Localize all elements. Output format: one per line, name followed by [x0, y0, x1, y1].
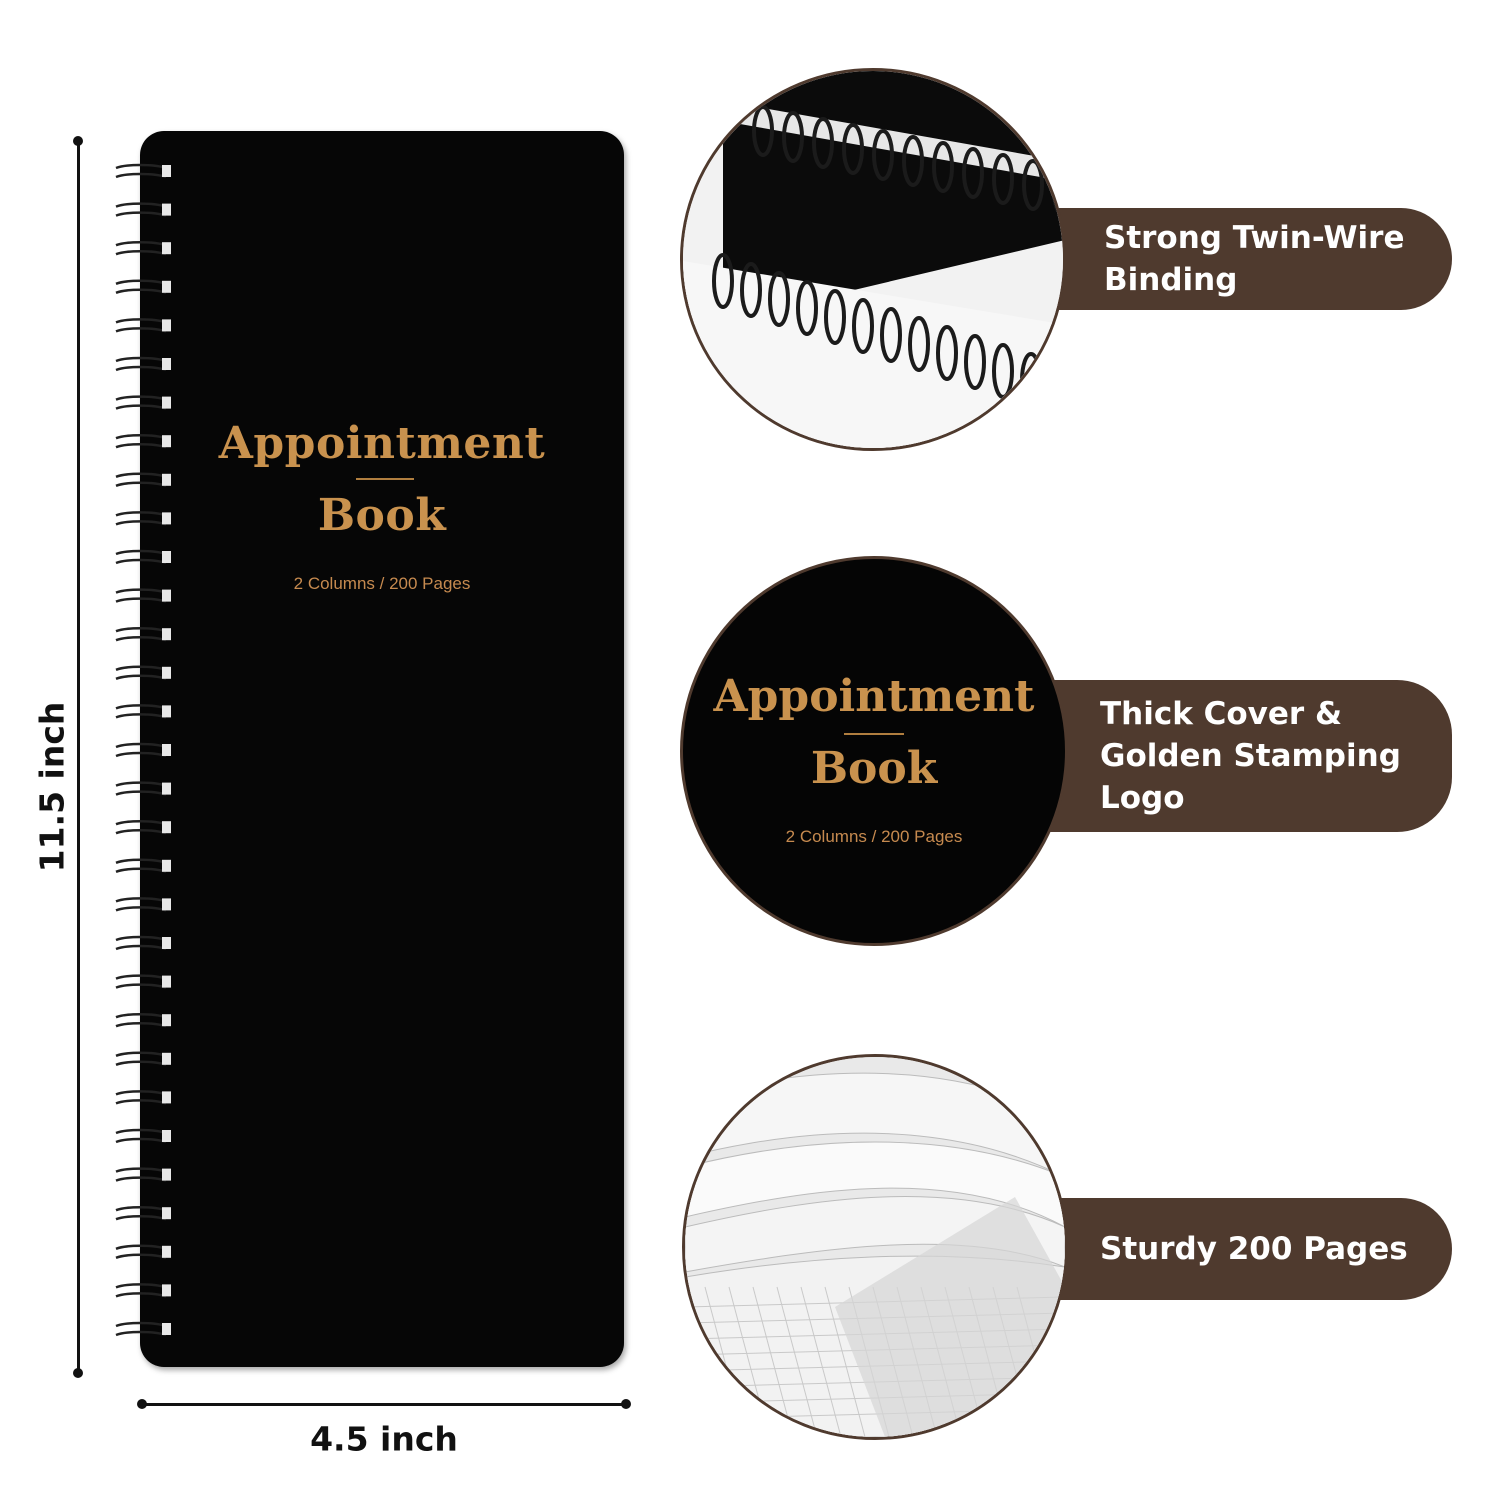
cover-subtitle: 2 Columns / 200 Pages: [293, 574, 471, 593]
feature-label: Thick Cover & Golden Stamping Logo: [1100, 696, 1401, 816]
inset-title-line2: Book: [810, 743, 938, 794]
feature-callout-pages: Sturdy 200 Pages: [1040, 1198, 1452, 1300]
feature-callout-cover: Thick Cover & Golden Stamping Logo: [1040, 680, 1452, 832]
cover-title-divider: [356, 478, 414, 480]
spiral-binding-icon: [115, 163, 171, 1337]
dimension-endpoint: [137, 1399, 147, 1409]
notebook-cover: [140, 131, 624, 1367]
width-label: 4.5 inch: [310, 1419, 458, 1459]
inset-subtitle: 2 Columns / 200 Pages: [785, 827, 963, 846]
inset-title-line1: Appointment: [713, 671, 1035, 722]
feature-callout-binding: Strong Twin-Wire Binding: [1040, 208, 1452, 310]
dimension-endpoint: [73, 1368, 83, 1378]
dimension-endpoint: [621, 1399, 631, 1409]
cover-logo-closeup-icon: Appointment Book 2 Columns / 200 Pages: [680, 556, 1068, 946]
cover-title-line2: Book: [317, 490, 447, 541]
height-label: 11.5 inch: [32, 701, 72, 873]
dimension-endpoint: [73, 136, 83, 146]
feature-label: Strong Twin-Wire Binding: [1104, 220, 1405, 298]
inset-title-divider: [844, 733, 904, 735]
feature-label: Sturdy 200 Pages: [1100, 1231, 1408, 1267]
cover-title-line1: Appointment: [218, 418, 546, 469]
pages-closeup-icon: [682, 1054, 1068, 1440]
twin-wire-binding-closeup-icon: [680, 68, 1066, 451]
height-dimension-line: [77, 141, 80, 1373]
width-dimension-line: [142, 1403, 626, 1406]
